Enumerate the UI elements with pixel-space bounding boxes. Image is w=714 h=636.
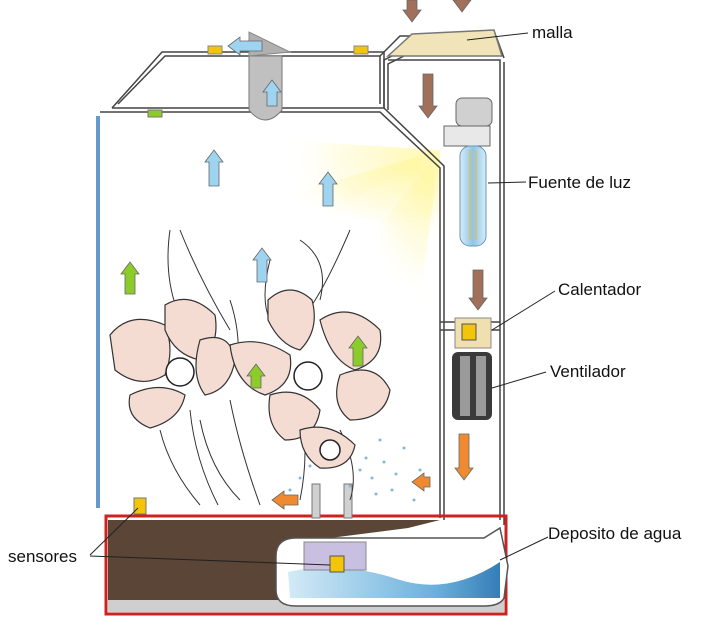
air-in-arrow bbox=[468, 269, 488, 311]
water-tank bbox=[275, 526, 509, 607]
water-tank-label: Deposito de agua bbox=[548, 524, 682, 543]
exhaust-arrow bbox=[227, 36, 263, 56]
roof-chamber bbox=[111, 51, 385, 109]
air-in-arrow bbox=[452, 0, 472, 13]
air-out-arrow bbox=[252, 247, 272, 283]
sensor-icon bbox=[353, 45, 369, 55]
sensor-icon bbox=[133, 497, 147, 515]
air-flow-arrows bbox=[120, 0, 488, 510]
flower-centers bbox=[165, 357, 341, 461]
fan-label: Ventilador bbox=[550, 362, 626, 381]
sensors-label: sensores bbox=[8, 547, 77, 566]
heated-air-arrow bbox=[271, 490, 299, 510]
nozzle bbox=[311, 483, 321, 519]
main-chamber bbox=[100, 51, 441, 518]
light-tube-icon bbox=[443, 97, 493, 247]
sensor-icon bbox=[207, 45, 223, 55]
air-out-arrow bbox=[204, 149, 224, 187]
mesh-label: malla bbox=[532, 23, 573, 42]
flower-petals bbox=[109, 289, 391, 469]
nozzle bbox=[343, 483, 353, 519]
sensor-icon bbox=[147, 109, 163, 118]
mesh bbox=[386, 29, 504, 57]
growth-arrow bbox=[120, 261, 140, 295]
light-rays bbox=[270, 140, 440, 300]
heated-air-arrow bbox=[454, 433, 474, 481]
air-in-arrow bbox=[402, 0, 422, 23]
light-source-label: Fuente de luz bbox=[528, 173, 631, 192]
air-out-arrow bbox=[318, 171, 338, 207]
heater-icon bbox=[454, 317, 492, 349]
air-out-arrow bbox=[262, 79, 282, 107]
fan-icon bbox=[452, 352, 492, 420]
air-in-arrow bbox=[418, 73, 438, 119]
glass-edge bbox=[96, 116, 100, 508]
heated-air-arrow bbox=[411, 472, 431, 492]
growth-arrow bbox=[348, 335, 368, 367]
heater-label: Calentador bbox=[558, 280, 642, 299]
growth-arrow bbox=[246, 363, 266, 389]
mist bbox=[288, 438, 422, 502]
